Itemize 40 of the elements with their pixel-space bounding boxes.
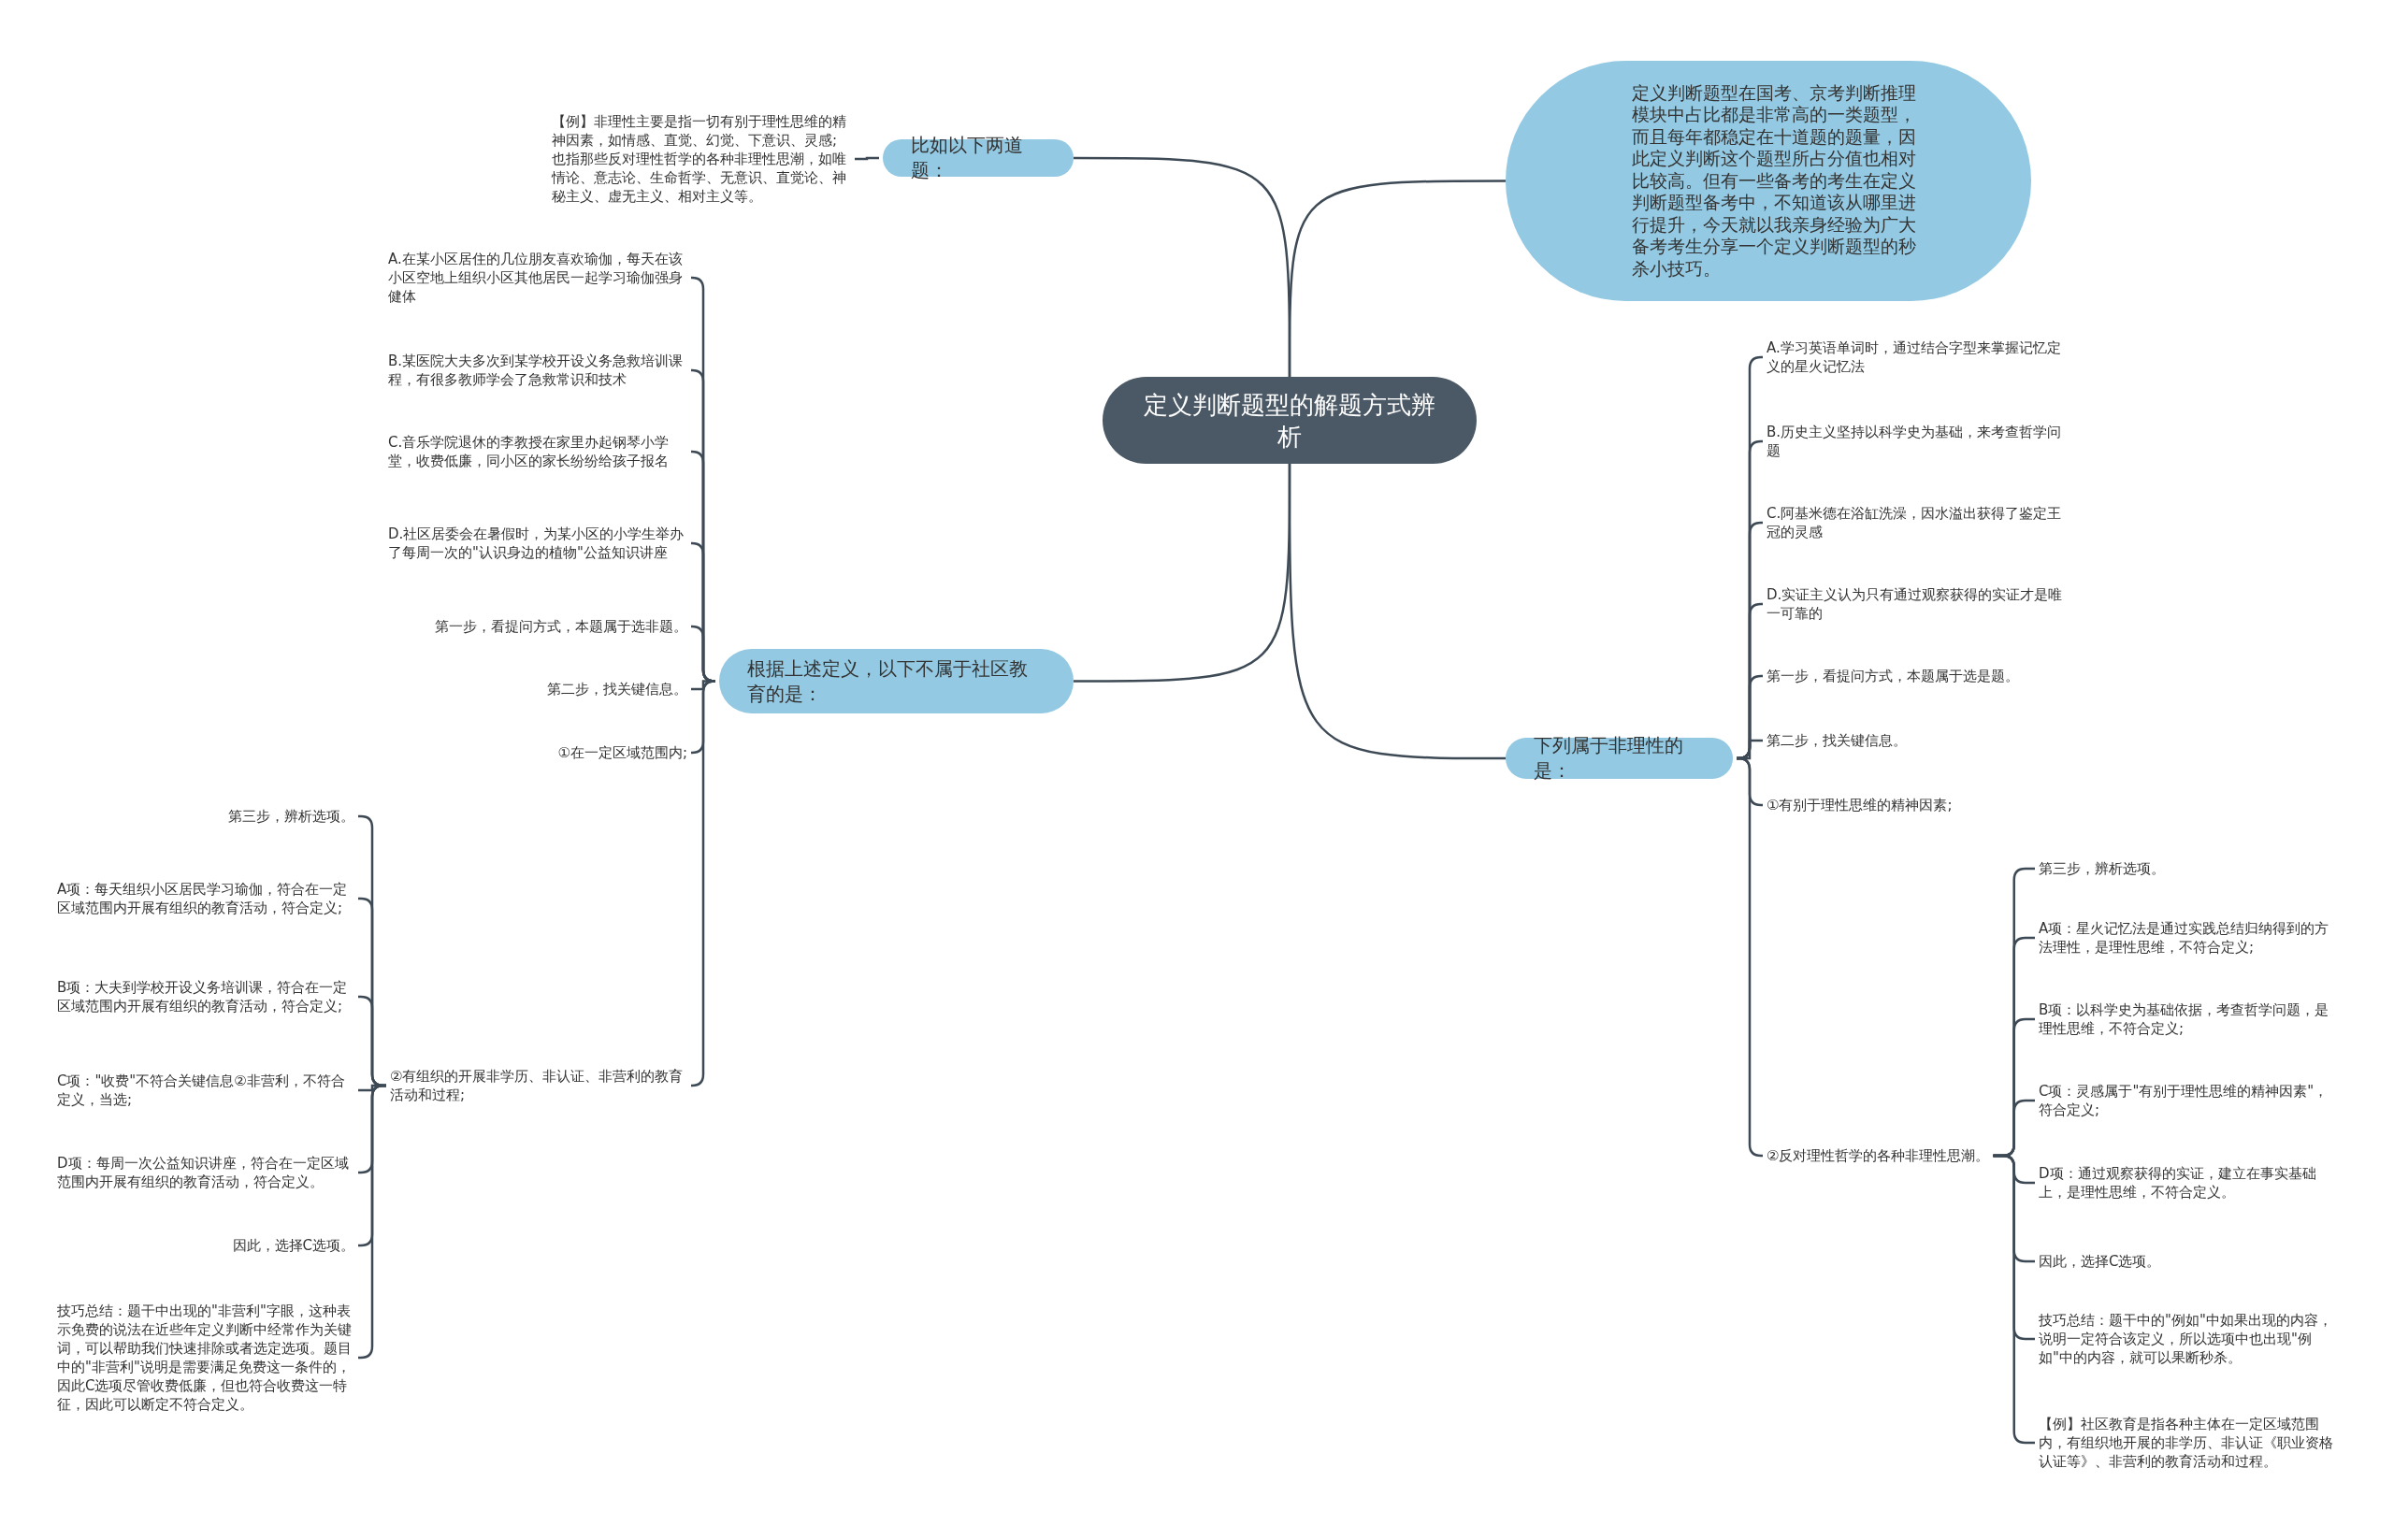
topic-text: 第三步，辨析选项。 — [2039, 859, 2165, 878]
topic-text: 第二步，找关键信息。 — [1767, 731, 1907, 750]
topic-text: A.在某小区居住的几位朋友喜欢瑜伽，每天在该小区空地上组织小区其他居民一起学习瑜伽强身健体 — [388, 250, 687, 306]
root-topic-box: 定义判断题型的解题方式辨析 — [1103, 377, 1477, 464]
topic-text: 第一步，看提问方式，本题属于选非题。 — [435, 617, 687, 636]
topic-text: A.学习英语单词时，通过结合字型来掌握记忆定义的星火记忆法 — [1767, 338, 2068, 376]
branch-line — [855, 156, 879, 161]
topic-text: A项：星火记忆法是通过实践总结归纳得到的方法理性，是理性思维，不符合定义; — [2039, 919, 2340, 957]
topic-text: 第一步，看提问方式，本题属于选是题。 — [1767, 667, 2019, 685]
topic-text: A项：每天组织小区居民学习瑜伽，符合在一定区域范围内开展有组织的教育活动，符合定义; — [57, 880, 354, 917]
branch-line — [1288, 464, 1506, 760]
topic-text: 第三步，辨析选项。 — [228, 807, 354, 826]
topic-text: 因此，选择C选项。 — [232, 1236, 354, 1255]
topic-text: B.某医院大夫多次到某学校开设义务急救培训课程，有很多教师学会了急救常识和技术 — [388, 352, 687, 389]
topic-text: C项：灵感属于"有别于理性思维的精神因素"，符合定义; — [2039, 1082, 2340, 1119]
topic-box: 下列属于非理性的是： — [1506, 738, 1733, 779]
topic-text: D.社区居委会在暑假时，为某小区的小学生举办了每周一次的"认识身边的植物"公益知识讲座 — [388, 525, 687, 562]
topic-text: 第二步，找关键信息。 — [547, 680, 687, 698]
topic-text: B项：大夫到学校开设义务培训课，符合在一定区域范围内开展有组织的教育活动，符合定义; — [57, 978, 354, 1015]
topic-box: 根据上述定义，以下不属于社区教育的是： — [719, 649, 1074, 713]
topic-text: C.阿基米德在浴缸洗澡，因水溢出获得了鉴定王冠的灵感 — [1767, 504, 2068, 541]
topic-text: ①在一定区域范围内; — [557, 743, 687, 762]
topic-bubble: 定义判断题型在国考、京考判断推理模块中占比都是非常高的一类题型，而且每年都稳定在十道题的题量，因此定义判断这个题型所占分值也相对比较高。但有一些备考的考生在定义判断题型备考中，不知道该从哪里进行提升，今天就以我亲身经验为广大备考考生分享一个定义判断题型的秒杀小技巧。 — [1506, 61, 2031, 301]
topic-text: C.音乐学院退休的李教授在家里办起钢琴小学堂，收费低廉，同小区的家长纷纷给孩子报名 — [388, 433, 687, 470]
topic-text: D.实证主义认为只有通过观察获得的实证才是唯一可靠的 — [1767, 585, 2068, 623]
topic-text: B.历史主义坚持以科学史为基础，来考查哲学问题 — [1767, 423, 2068, 460]
topic-text: ①有别于理性思维的精神因素; — [1767, 796, 1953, 814]
topic-text: D项：每周一次公益知识讲座，符合在一定区域范围内开展有组织的教育活动，符合定义。 — [57, 1154, 354, 1191]
topic-text: 【例】非理性主要是指一切有别于理性思维的精神因素，如情感、直觉、幻觉、下意识、灵感;也指那些反对理性哲学的各种非理性思潮，如唯情论、意志论、生命哲学、无意识、直觉论、神秘主义、虚无主义、相对主义等。 — [552, 112, 851, 206]
topic-text: 【例】社区教育是指各种主体在一定区域范围内，有组织地开展的非学历、非认证《职业资格认证等》、非营利的教育活动和过程。 — [2039, 1415, 2340, 1471]
topic-text: 技巧总结：题干中的"例如"中如果出现的内容，说明一定符合该定义，所以选项中也出现"例如"中的内容，就可以果断秒杀。 — [2039, 1311, 2340, 1367]
topic-text: ②反对理性哲学的各种非理性思潮。 — [1767, 1146, 1990, 1165]
topic-text: ②有组织的开展非学历、非认证、非营利的教育活动和过程; — [390, 1067, 687, 1104]
topic-text: 技巧总结：题干中出现的"非营利"字眼，这种表示免费的说法在近些年定义判断中经常作为关键词，可以帮助我们快速排除或者选定选项。题目中的"非营利"说明是需要满足免费这一条件的，因此C选项尽管收费低廉，但也符合收费这一特征，因此可以断定不符合定义。 — [57, 1302, 354, 1414]
branch-line — [1074, 156, 1291, 377]
topic-text: 因此，选择C选项。 — [2039, 1252, 2161, 1271]
branch-line — [690, 680, 716, 1087]
topic-text: C项："收费"不符合关键信息②非营利，不符合定义，当选; — [57, 1072, 354, 1109]
topic-text: B项：以科学史为基础依据，考查哲学问题，是理性思维，不符合定义; — [2039, 1000, 2340, 1038]
topic-text: D项：通过观察获得的实证，建立在事实基础上，是理性思维，不符合定义。 — [2039, 1164, 2340, 1202]
